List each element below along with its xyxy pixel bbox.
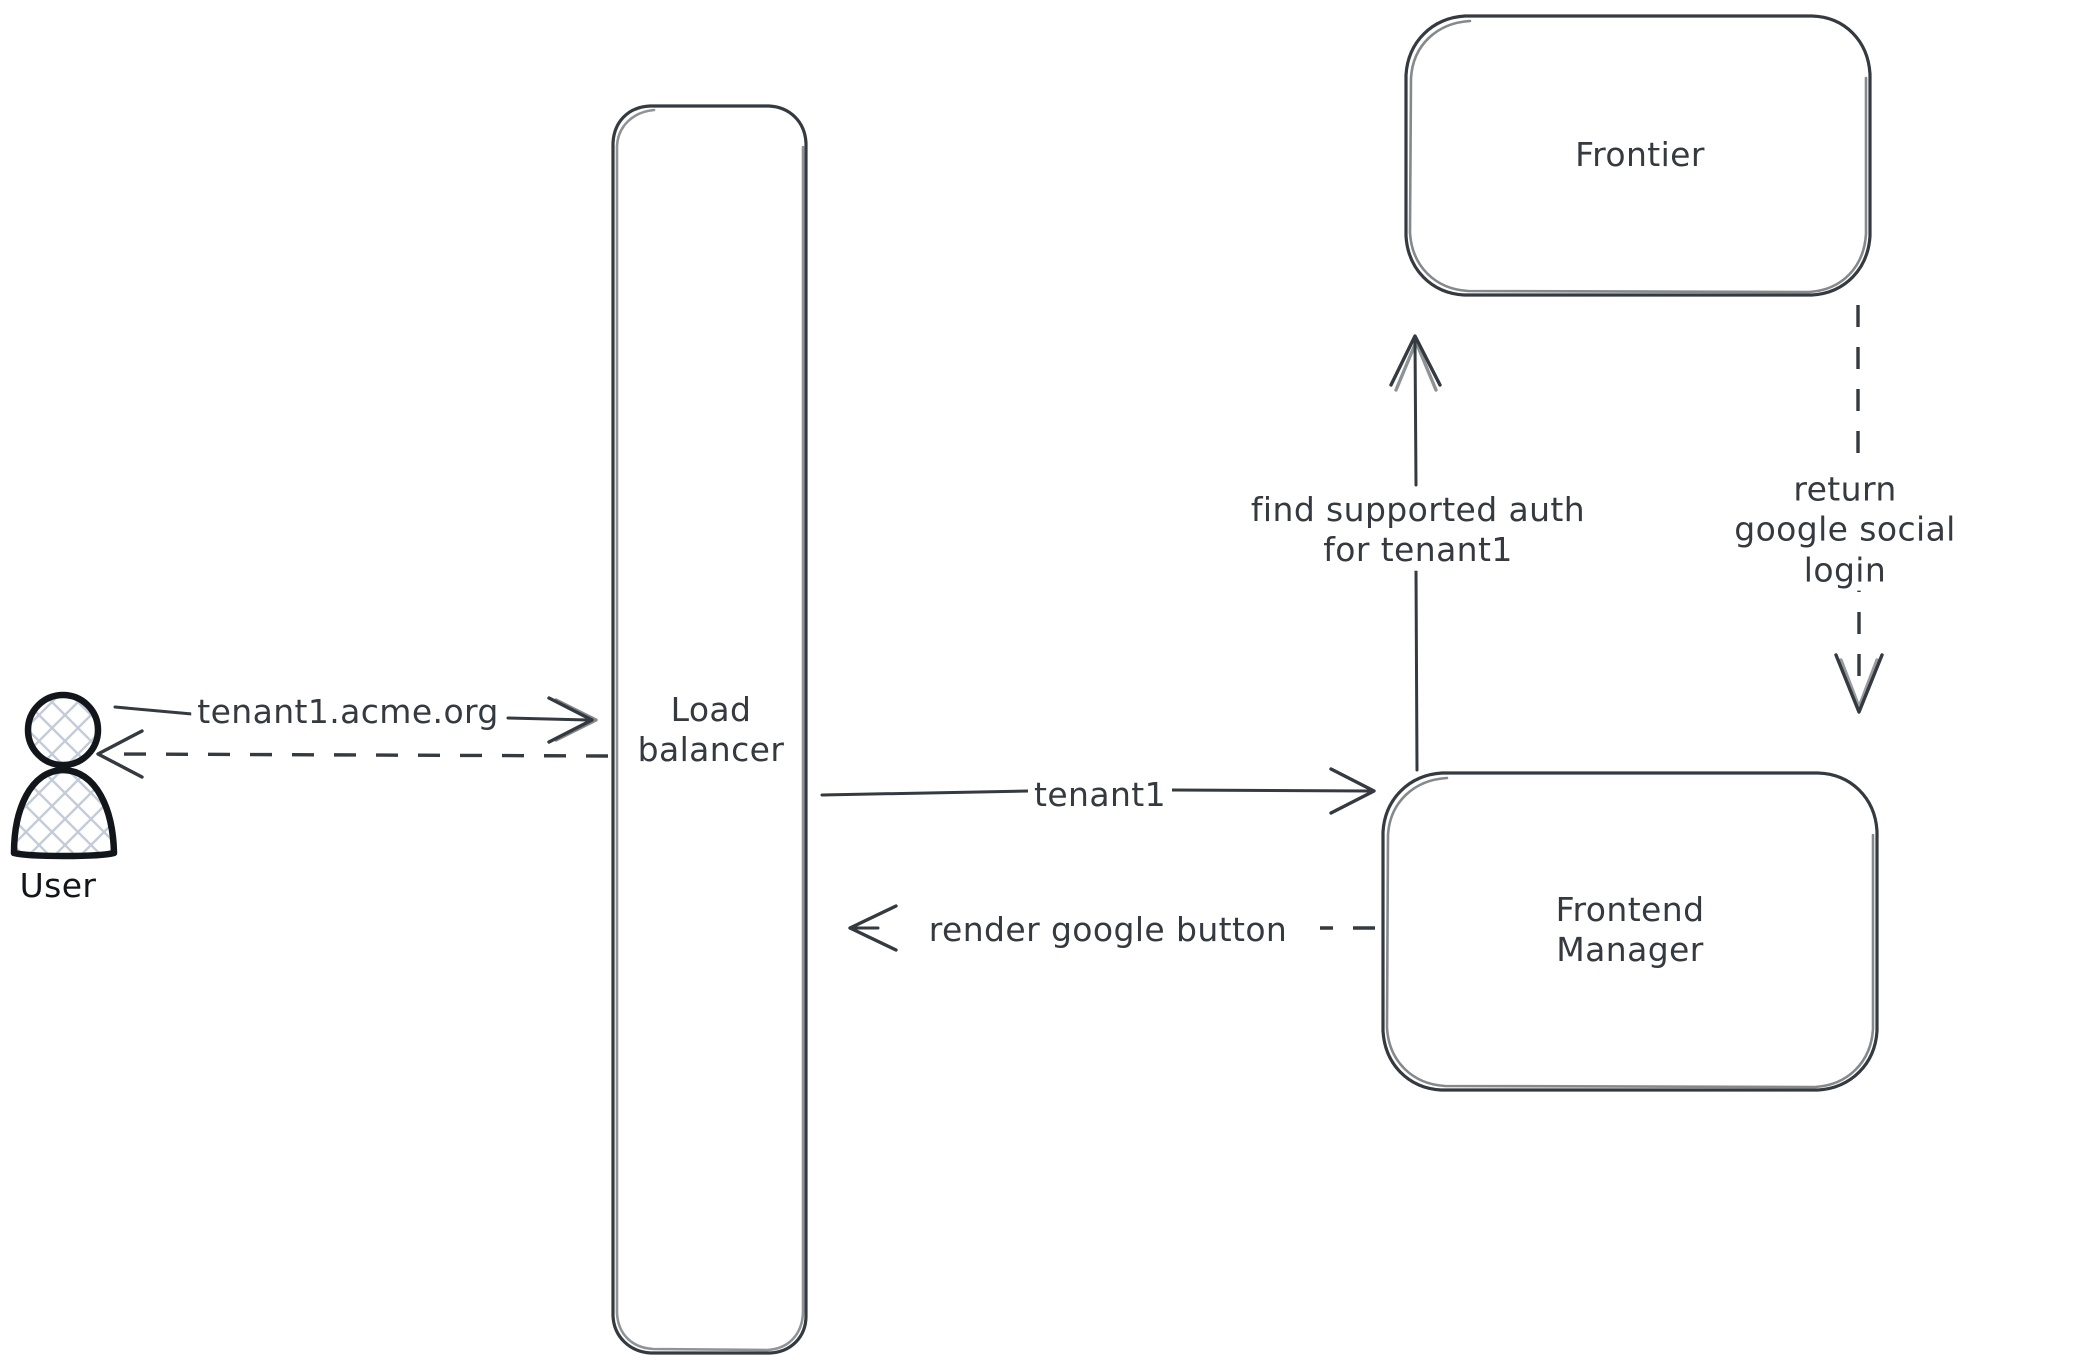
user-actor-icon[interactable] <box>10 691 118 860</box>
edge-user-to-load-balancer-line <box>113 696 598 744</box>
edge-load-balancer-to-frontend-manager-line <box>820 767 1376 815</box>
edge-frontend-manager-to-frontier-line <box>1389 334 1442 772</box>
edge-load-balancer-to-user-line <box>96 729 609 779</box>
node-load-balancer-shape[interactable] <box>611 104 808 1355</box>
node-frontier-shape[interactable] <box>1404 14 1872 297</box>
edge-frontier-to-frontend-manager-line <box>1834 305 1884 714</box>
node-frontend-manager-shape[interactable] <box>1381 771 1879 1092</box>
edge-frontend-manager-to-load-balancer-line <box>848 904 1375 952</box>
